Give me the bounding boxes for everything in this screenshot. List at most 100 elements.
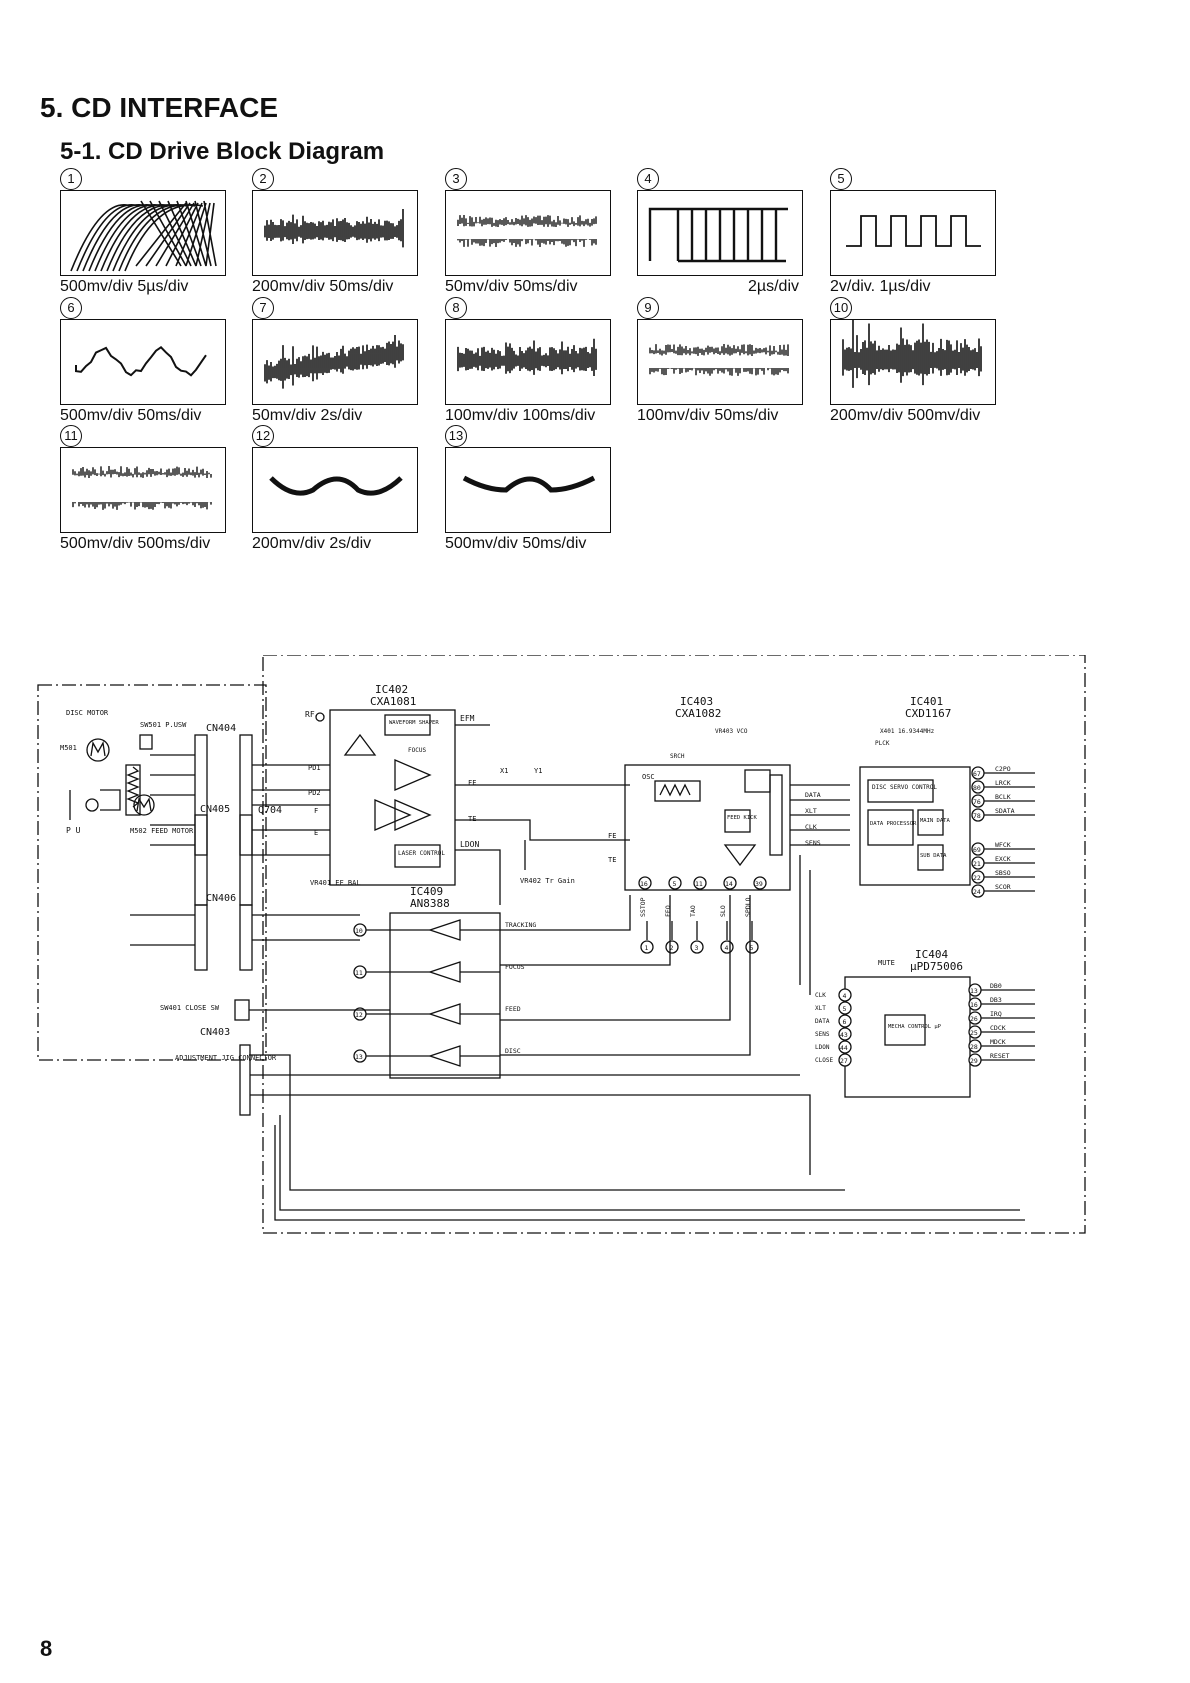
ic401-out-scor: SCOR: [995, 883, 1011, 891]
ic403-pin-5: 5: [673, 880, 677, 888]
ic403-ctrl-node-5-circle: [745, 940, 759, 954]
ic404-pin-6: 6: [843, 1018, 847, 1026]
rf-label: RF: [305, 710, 315, 719]
ic403-pin-11-circle: [693, 876, 707, 890]
osc-label: OSC: [642, 773, 655, 781]
waveform-caption: 100mv/div 100ms/div: [445, 407, 596, 424]
q704-label: Q704: [258, 805, 282, 816]
x1-label: X1: [500, 767, 508, 775]
ic404-pin-6-circle: [838, 1014, 852, 1028]
trace-path: [264, 335, 404, 389]
ic403-ctrl-sstop: SSTOP: [639, 897, 647, 917]
block-diagram-svg: DISC MOTOR SW501 P.USW M501 M502 FEED MO…: [37, 655, 1086, 1234]
ic404-pin-5-circle: [838, 1001, 852, 1015]
trace-path: [70, 200, 217, 272]
ic404-db0-label: DB0: [990, 982, 1002, 990]
cn404-right: [239, 734, 253, 856]
waveform-number: 4: [637, 168, 659, 190]
ic401-pin-80: 80: [973, 784, 981, 792]
te-label-a: TE: [468, 815, 476, 823]
cn404-left: [194, 734, 208, 856]
osc-box: [654, 780, 701, 802]
ic404-pin-4: 4: [843, 992, 847, 1000]
f-label: F: [314, 807, 318, 815]
ic403-pin-16: 16: [640, 880, 648, 888]
ic409-tracking-label: TRACKING: [505, 921, 536, 929]
waveform-shaper-box: [384, 714, 431, 736]
ic409-input-12: 12: [355, 1011, 363, 1019]
fe-label-a: FE: [468, 779, 476, 787]
efm-label: EFM: [460, 714, 475, 723]
oscilloscope-trace: [445, 447, 611, 533]
mecha-control-box: [884, 1014, 926, 1046]
waveform-caption: 500mv/div 5µs/div: [60, 278, 189, 295]
waveform-caption: 2µs/div: [747, 278, 799, 295]
disc-motor-label: DISC MOTOR: [66, 709, 109, 717]
mute-label: MUTE: [878, 959, 895, 967]
block-diagram: DISC MOTOR SW501 P.USW M501 M502 FEED MO…: [30, 655, 1090, 1235]
y1-label: Y1: [534, 767, 542, 775]
ic403-reg-box: [744, 769, 771, 793]
cn405-label: CN405: [200, 804, 230, 815]
ic401-out-bclk: BCLK: [995, 793, 1011, 801]
ic403-pin-5-circle: [668, 876, 682, 890]
ic404-pin-43: 43: [840, 1031, 848, 1039]
waveform-caption: 500mv/div 500ms/div: [60, 535, 211, 552]
ic401-pin-69: 69: [973, 846, 981, 854]
trace-path: [842, 320, 982, 388]
trace-path: [72, 466, 212, 510]
ic404-reset-label: RESET: [990, 1052, 1010, 1060]
ic403-ctrl-tao: TAO: [689, 905, 697, 917]
driver-amp-focus: [427, 961, 461, 983]
ic409-name: IC409: [410, 885, 443, 898]
waveform-caption: 2v/div. 1µs/div: [830, 278, 931, 295]
waveform-caption: 500mv/div 50ms/div: [60, 407, 202, 424]
waveform-number: 1: [60, 168, 82, 190]
trace-path: [846, 215, 981, 247]
oscilloscope-trace: [60, 319, 226, 405]
cn403-box: [234, 999, 250, 1021]
trace-path: [457, 338, 597, 376]
ic403-ctrl-node-3: 3: [695, 944, 699, 952]
oscilloscope-trace: [445, 190, 611, 276]
page-number: 8: [40, 1636, 53, 1661]
trace-path: [462, 475, 596, 493]
sw401-label: SW401 CLOSE SW: [160, 1004, 220, 1012]
cn403-label: CN403: [200, 1027, 230, 1038]
driver-amp-feed: [427, 1003, 461, 1025]
oscilloscope-trace: [252, 447, 418, 533]
ic404-name: IC404: [915, 948, 948, 961]
pd1-label: PD1: [308, 764, 321, 772]
ic404-xlt-label: XLT: [815, 1005, 826, 1012]
ic404-pin-43-circle: [838, 1027, 852, 1041]
srch-label: SRCH: [670, 753, 685, 760]
ic403-pin-39-circle: [753, 876, 767, 890]
plck-label: PLCK: [875, 740, 890, 747]
sub-data-label: SUB DATA: [920, 853, 947, 859]
waveform-number: 6: [60, 297, 82, 319]
waveform-caption: 200mv/div 500mv/div: [830, 407, 981, 424]
ic404-block: [844, 976, 971, 1098]
pu-label: P U: [66, 826, 81, 835]
main-board-frame: [262, 655, 1086, 1234]
ic404-pin-16: 16: [970, 1001, 978, 1009]
ic401-out-exck: EXCK: [995, 855, 1011, 863]
trace-path: [75, 345, 207, 377]
e-label: E: [314, 829, 318, 837]
ic401-out-wfck: WFCK: [995, 841, 1011, 849]
mecha-control-label: MECHA CONTROL μP: [888, 1024, 942, 1030]
disc-motor-symbol: [86, 738, 110, 762]
trace-path: [264, 208, 404, 248]
ic409-block: [389, 912, 501, 1079]
ic401-pin-78: 78: [973, 812, 981, 820]
ic404-pin-5: 5: [843, 1005, 847, 1013]
ic404-mdck-label: MDCK: [990, 1038, 1006, 1046]
